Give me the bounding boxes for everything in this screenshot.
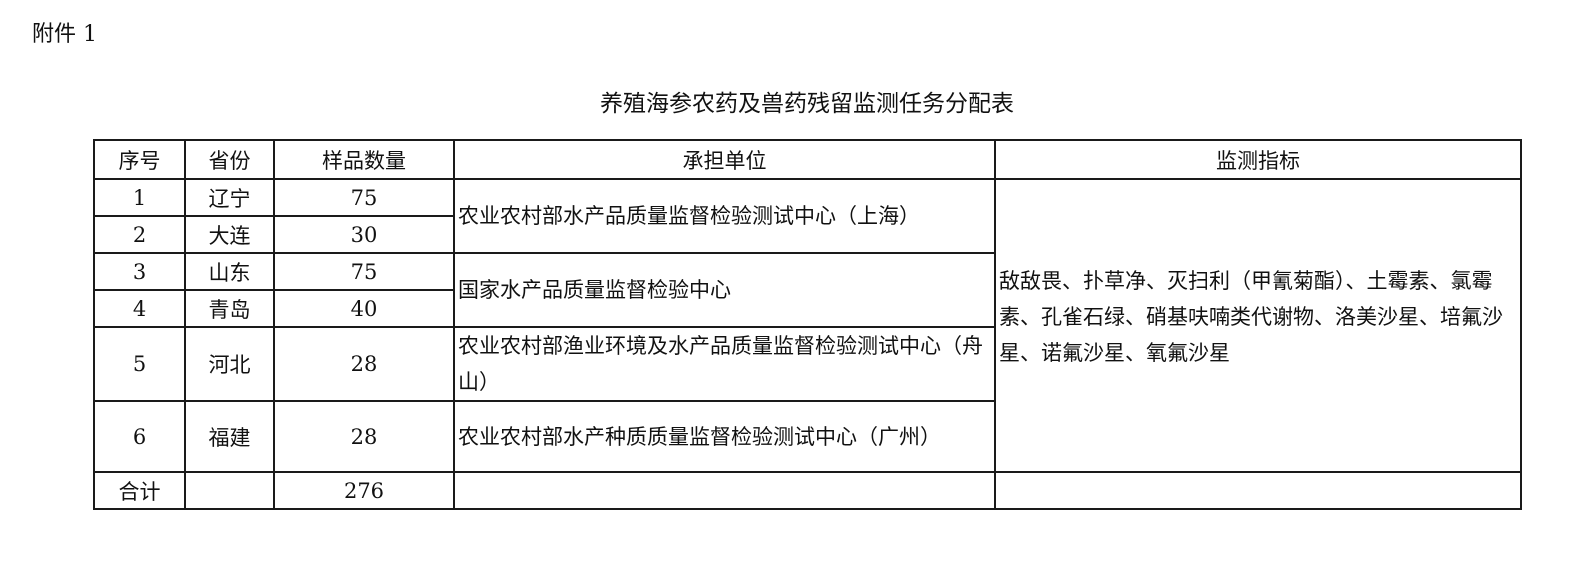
- row-province: 辽宁: [184, 178, 275, 217]
- unit-cell: 农业农村部渔业环境及水产品质量监督检验测试中心（舟山）: [453, 326, 996, 402]
- total-row: 合计 276: [93, 471, 1522, 510]
- table-row: 3 山东 75 国家水产品质量监督检验中心: [93, 252, 1521, 328]
- header-sample-count: 样品数量: [273, 139, 455, 180]
- row-province: 河北: [184, 326, 275, 402]
- row-index: 6: [93, 400, 186, 473]
- row-sample-count: 28: [273, 400, 455, 473]
- unit-cell: 农业农村部水产种质质量监督检验测试中心（广州）: [453, 400, 996, 473]
- table-row: 2 大连 30: [93, 215, 1521, 254]
- unit-cell: 农业农村部水产品质量监督检验测试中心（上海）: [453, 178, 996, 254]
- row-index: 1: [93, 178, 186, 217]
- row-sample-count: 30: [273, 215, 455, 254]
- header-index: 序号: [93, 139, 186, 180]
- indicators-cell: 敌敌畏、扑草净、灭扫利（甲氰菊酯）、土霉素、氯霉素、孔雀石绿、硝基呋喃类代谢物、…: [994, 178, 1522, 473]
- row-sample-count: 75: [273, 252, 455, 291]
- total-label: 合计: [93, 471, 186, 510]
- row-province: 大连: [184, 215, 275, 254]
- row-province: 青岛: [184, 289, 275, 328]
- table-row: 4 青岛 40: [93, 289, 1521, 328]
- attachment-label: 附件 1: [32, 22, 97, 47]
- total-indicators: [994, 471, 1522, 510]
- total-unit: [453, 471, 996, 510]
- table-row: 1 辽宁 75 农业农村部水产品质量监督检验测试中心（上海） 敌敌畏、扑草净、灭…: [93, 178, 1522, 473]
- row-province: 山东: [184, 252, 275, 291]
- row-sample-count: 28: [273, 326, 455, 402]
- row-sample-count: 75: [273, 178, 455, 217]
- unit-cell: 国家水产品质量监督检验中心: [453, 252, 996, 328]
- total-province: [184, 471, 275, 510]
- table-title: 养殖海参农药及兽药残留监测任务分配表: [600, 91, 1014, 117]
- table-header-row: 序号 省份 样品数量 承担单位 监测指标: [93, 139, 1522, 180]
- row-index: 5: [93, 326, 186, 402]
- task-allocation-table: 序号 省份 样品数量 承担单位 监测指标 1 辽宁 75 农业农村部水产品质量监…: [93, 139, 1522, 510]
- header-province: 省份: [184, 139, 275, 180]
- row-index: 4: [93, 289, 186, 328]
- total-sample-count: 276: [273, 471, 455, 510]
- table-row: 6 福建 28 农业农村部水产种质质量监督检验测试中心（广州）: [93, 400, 1521, 473]
- header-unit: 承担单位: [453, 139, 996, 180]
- row-index: 3: [93, 252, 186, 291]
- table-row: 5 河北 28 农业农村部渔业环境及水产品质量监督检验测试中心（舟山）: [93, 326, 1521, 402]
- row-province: 福建: [184, 400, 275, 473]
- header-indicators: 监测指标: [994, 139, 1522, 180]
- row-index: 2: [93, 215, 186, 254]
- row-sample-count: 40: [273, 289, 455, 328]
